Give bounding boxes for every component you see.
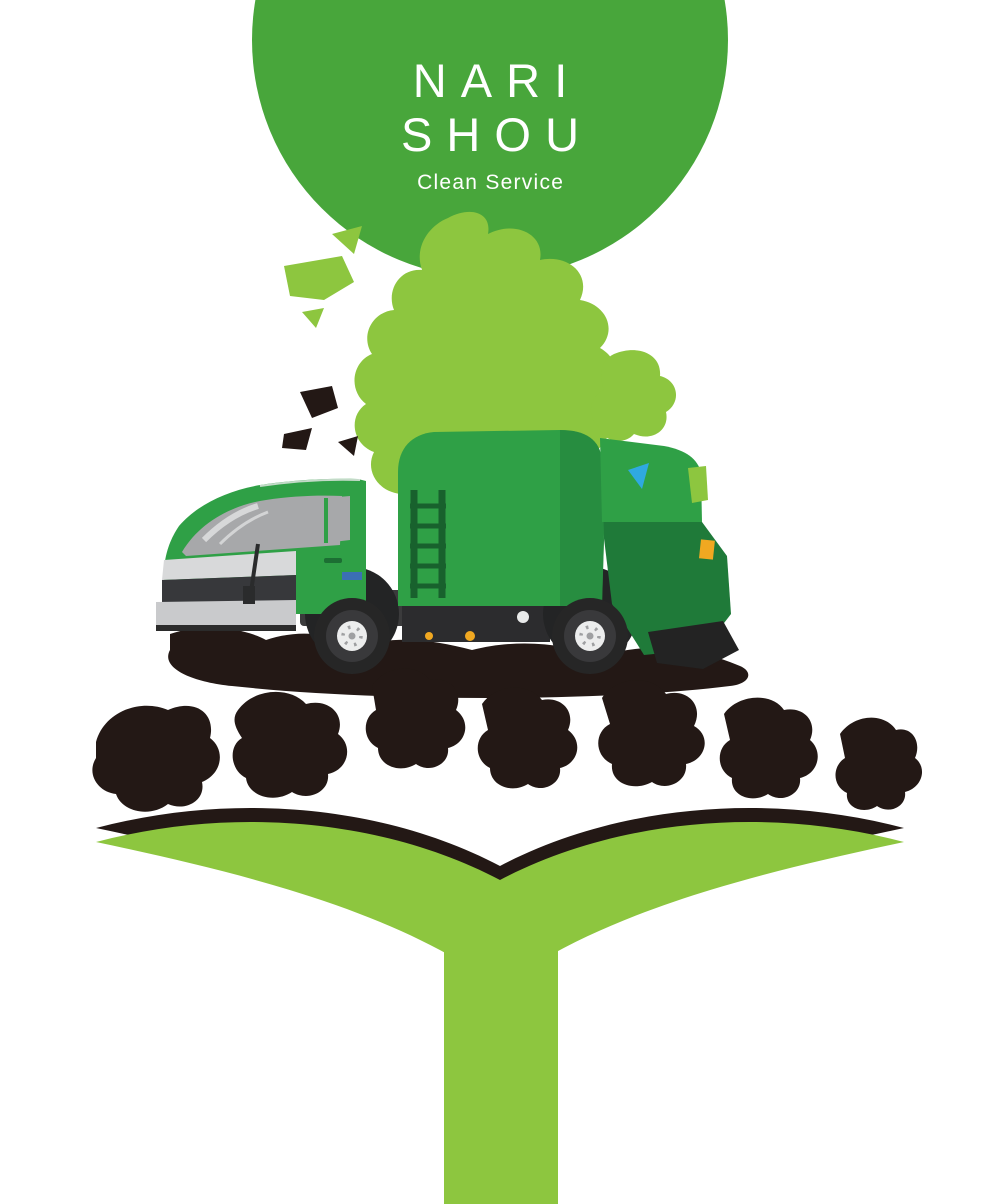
ink-speck	[300, 386, 338, 418]
cab-front-dark-panel	[162, 575, 296, 605]
chassis-yellow-dot	[465, 631, 475, 641]
ink-blob	[598, 680, 705, 787]
ink-speck	[338, 436, 358, 456]
logo-line2: SHOU	[400, 107, 594, 161]
mirror-arm	[249, 543, 260, 593]
ink-silhouettes	[92, 668, 923, 812]
chassis-yellow-dot	[425, 632, 433, 640]
hub-bolts	[579, 625, 601, 647]
logo-circle	[252, 0, 728, 278]
truck-body-shade	[560, 430, 604, 606]
ink-blob	[365, 668, 466, 769]
logo-subtitle: Clean Service	[417, 171, 565, 195]
truck-ladder	[410, 490, 446, 598]
mirror-head	[243, 586, 255, 604]
splash-piece-left	[284, 256, 354, 300]
hub-bolts	[341, 625, 363, 647]
rear-yellow-tag	[698, 539, 715, 560]
bumper-bottom-line	[156, 625, 296, 631]
splash-blob-right	[590, 350, 677, 441]
ink-blob	[92, 705, 220, 812]
swoosh-band	[96, 821, 904, 972]
hub-center	[586, 632, 594, 640]
cab-front-strip	[162, 551, 296, 580]
front-bumper	[156, 600, 296, 630]
splash-piece-small	[302, 308, 324, 328]
door-blue-dash	[342, 572, 362, 580]
ink-speck	[282, 428, 312, 450]
windshield-streak	[218, 510, 269, 546]
rear-blue-flag	[628, 463, 649, 489]
ink-blob	[477, 687, 578, 789]
truck-ground-shadow	[168, 627, 749, 698]
rear-wheel	[552, 598, 628, 674]
green-stem	[444, 948, 558, 1204]
front-wheel	[314, 598, 390, 674]
truck-rear-upper	[600, 438, 702, 522]
rear-light-edge	[688, 466, 708, 503]
chassis-white-cap	[517, 611, 529, 623]
logo-mark	[252, 0, 728, 278]
windshield-streak	[201, 503, 259, 543]
truck-body	[398, 430, 604, 606]
ink-specks	[282, 386, 358, 456]
ink-blob	[719, 697, 818, 799]
splash-piece-top	[332, 226, 362, 254]
truck-rear-hopper	[602, 522, 731, 655]
truck-rear-underside	[648, 621, 739, 669]
logo-line1: NARI	[412, 54, 582, 107]
garbage-truck	[156, 430, 749, 698]
logo: NARI SHOU Clean Service	[401, 54, 579, 195]
ladder-rungs	[410, 503, 446, 589]
door-handle	[324, 558, 342, 563]
cab-roof-highlight	[259, 478, 361, 487]
ink-blob	[835, 717, 923, 810]
green-swoosh	[96, 807, 904, 972]
ink-blob	[232, 691, 348, 798]
hub-center	[348, 632, 356, 640]
